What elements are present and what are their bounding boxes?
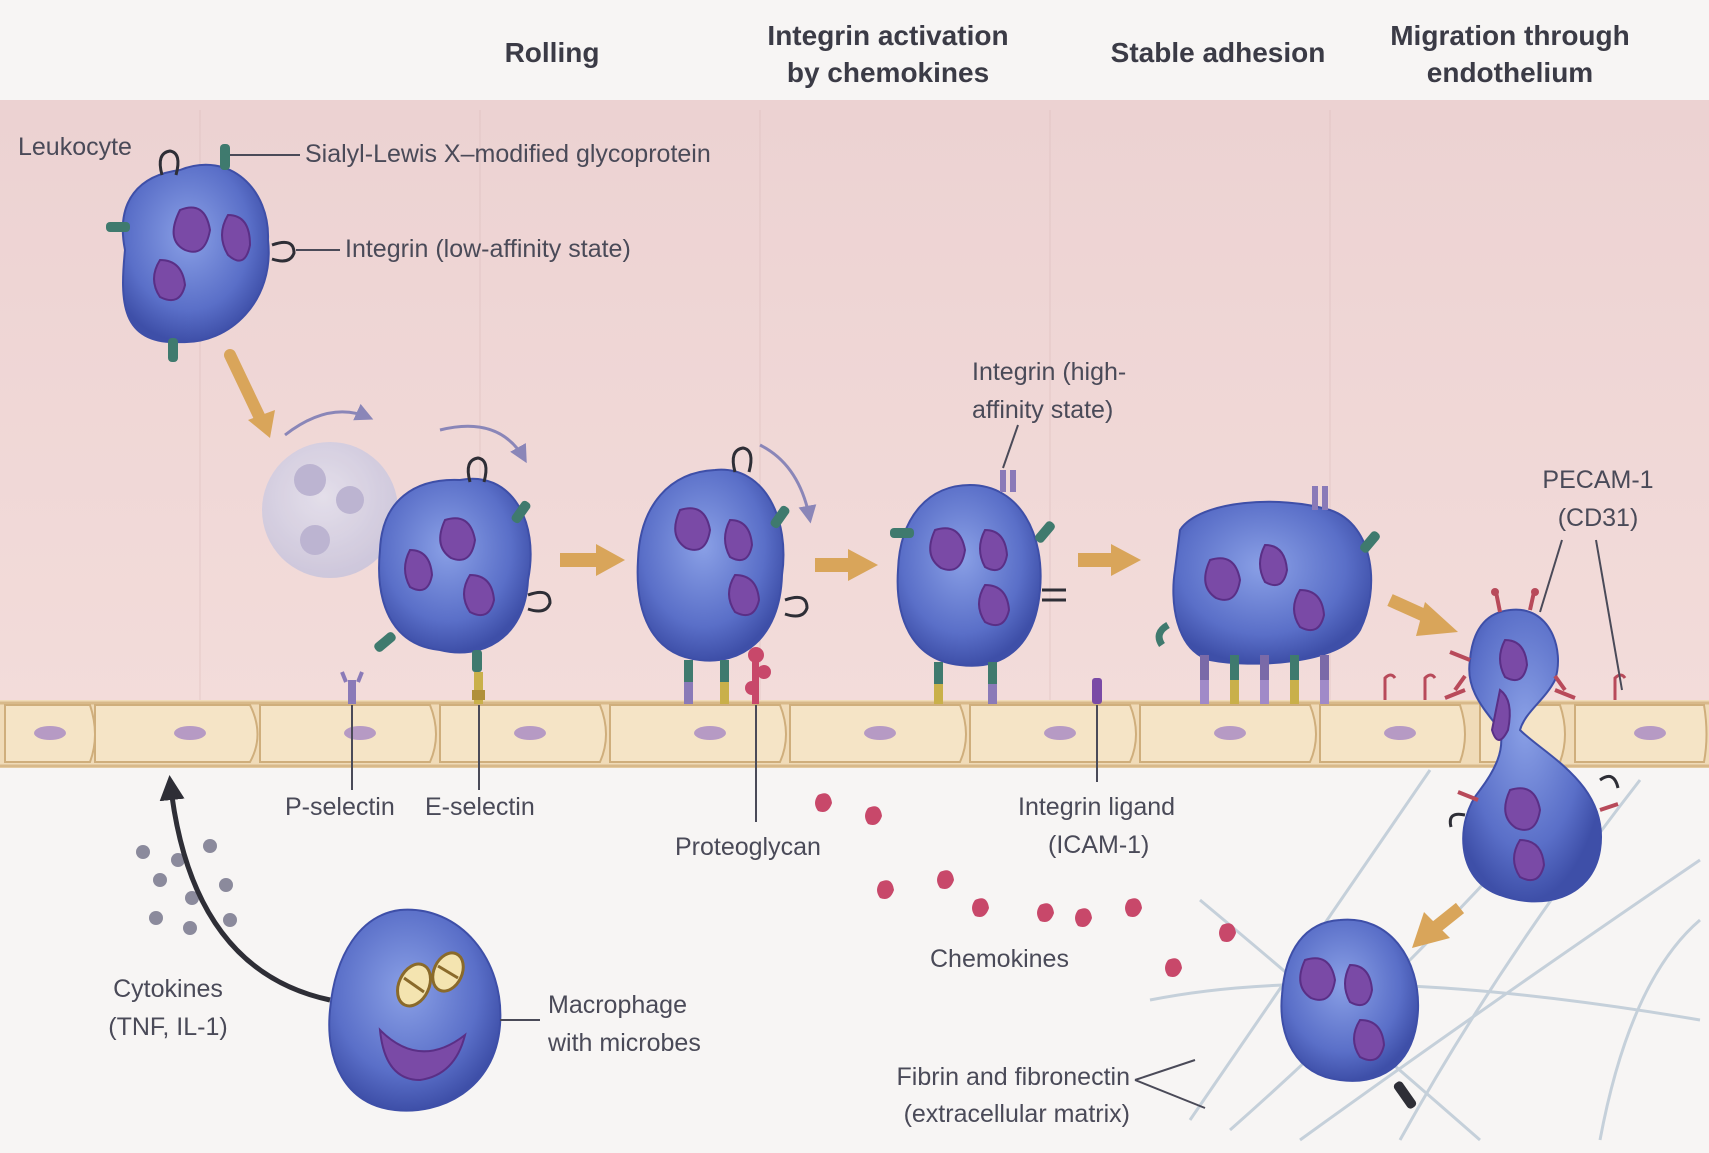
stage-migration-line1: Migration through (1390, 20, 1630, 51)
label-integrin-ligand-line1: Integrin ligand (1018, 793, 1175, 821)
label-fibrin-line1: Fibrin and fibronectin (897, 1063, 1130, 1091)
label-pecam1-line1: PECAM-1 (1542, 466, 1653, 494)
label-pecam1-line2: (CD31) (1558, 504, 1639, 532)
endothelial-layer (0, 700, 1709, 768)
label-integrin-high-line1: Integrin (high- (972, 358, 1126, 386)
label-p-selectin: P-selectin (285, 793, 395, 821)
label-leukocyte: Leukocyte (18, 133, 132, 161)
label-proteoglycan: Proteoglycan (675, 833, 821, 861)
label-integrin-high-line2: affinity state) (972, 396, 1113, 424)
stage-stable-adhesion: Stable adhesion (1111, 37, 1326, 68)
label-cytokines-line1: Cytokines (113, 975, 223, 1003)
label-cytokines-line2: (TNF, IL-1) (108, 1013, 227, 1041)
label-integrin-low-affinity: Integrin (low-affinity state) (345, 235, 631, 263)
leukocyte-ghost (262, 442, 398, 578)
label-macrophage-line2: with microbes (547, 1029, 701, 1057)
stage-rolling: Rolling (505, 37, 600, 68)
arrow-step-6 (1435, 908, 1460, 928)
cytokine-particles (136, 839, 237, 935)
leukocyte-migrated (1281, 920, 1418, 1111)
stage-integrin-activation-line2: by chemokines (787, 57, 989, 88)
stage-integrin-activation-line1: Integrin activation (767, 20, 1008, 51)
label-macrophage-line1: Macrophage (548, 991, 687, 1019)
label-sialyl-lewis-x: Sialyl-Lewis X–modified glycoprotein (305, 140, 711, 168)
label-integrin-ligand-line2: (ICAM-1) (1048, 831, 1149, 859)
label-chemokines: Chemokines (930, 945, 1069, 973)
stage-migration-line2: endothelium (1427, 57, 1593, 88)
macrophage (329, 910, 500, 1111)
label-fibrin-line2: (extracellular matrix) (904, 1100, 1130, 1128)
icam1-molecule (1092, 678, 1102, 704)
extracellular-matrix-fibers (1150, 770, 1700, 1140)
label-e-selectin: E-selectin (425, 793, 535, 821)
